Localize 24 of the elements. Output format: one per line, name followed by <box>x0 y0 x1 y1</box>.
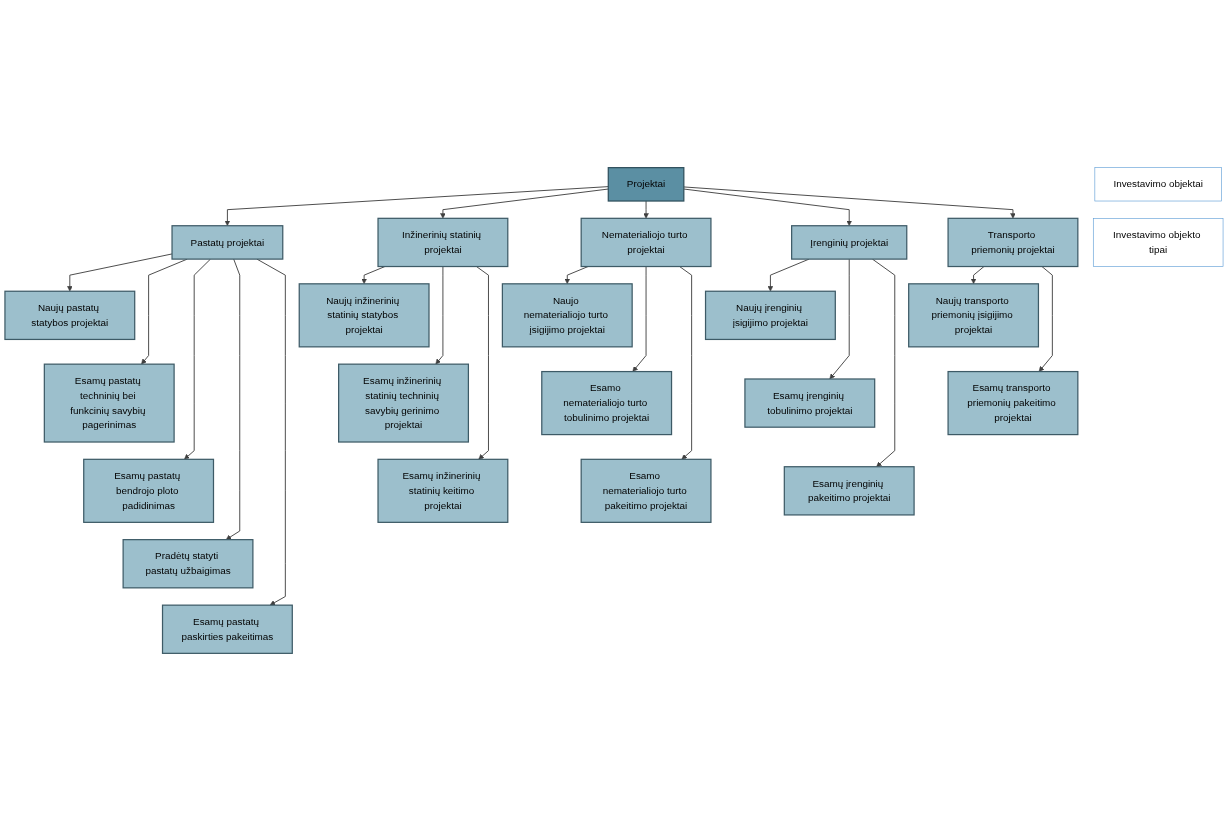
node-box: Esamų įrenginių pakeitimo projektai <box>783 466 915 516</box>
node-box: Esamų pastatų paskirties pakeitimas <box>161 604 293 654</box>
node-box: Nematerialiojo turto projektai <box>580 217 712 268</box>
node-box: Esamo nematerialiojo turto tobulinimo projektai <box>541 370 673 436</box>
node-box: Naujų inžinerinių statinių statybos projektai <box>298 283 430 348</box>
node-box: Esamų inžinerinių statinių keitimo projektai <box>377 458 509 523</box>
node-box: Esamų inžinerinių statinių techninių savybių gerinimo projektai <box>338 363 469 443</box>
node-box: Investavimo objektai <box>1094 167 1222 202</box>
node-box: Inžinerinių statinių projektai <box>377 217 509 268</box>
node-box: Investavimo objekto tipai <box>1093 218 1224 267</box>
node-box: Pradėtų statyti pastatų užbaigimas <box>122 539 254 589</box>
node-box: Naujo nematerialiojo turto įsigijimo projektai <box>501 283 633 348</box>
node-box: Esamų transporto priemonių pakeitimo projektai <box>947 370 1079 436</box>
node-box: Projektai <box>607 167 685 202</box>
node-box: Esamo nematerialiojo turto pakeitimo projektai <box>580 458 712 523</box>
node-box: Naujų transporto priemonių įsigijimo projektai <box>908 283 1040 348</box>
node-box: Naujų pastatų statybos projektai <box>4 290 136 341</box>
node-box: Esamų pastatų bendrojo ploto padidinimas <box>83 458 215 523</box>
node-box: Naujų įrenginių įsigijimo projektai <box>704 290 836 341</box>
node-box: Pastatų projektai <box>171 225 284 260</box>
node-box: Esamų įrenginių tobulinimo projektai <box>744 378 876 428</box>
node-box: Įrenginių projektai <box>791 225 908 260</box>
node-box: Esamų pastatų techninių bei funkcinių savybių pagerinimas <box>43 363 175 443</box>
node-box: Transporto priemonių projektai <box>947 217 1079 268</box>
